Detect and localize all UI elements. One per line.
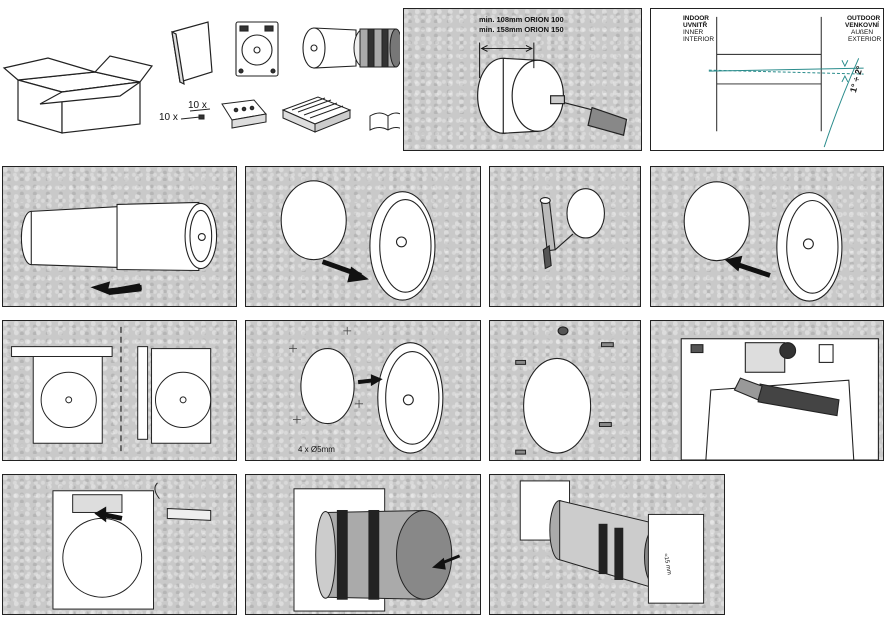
control-unit-icon	[221, 99, 267, 129]
insert-plugs-drawing	[515, 326, 614, 455]
step-mark-holes: 4 x Ø5mm	[245, 320, 481, 461]
mark-holes-drawing	[289, 326, 444, 454]
screw-plate-drawing	[680, 338, 879, 460]
step-replace-cover	[650, 166, 884, 307]
step-cut-pipe	[489, 166, 641, 307]
box-icon	[2, 55, 154, 134]
final-assembly-drawing	[519, 480, 705, 604]
arrow-icon	[733, 261, 771, 278]
outdoor-label-4: EXTERIOR	[848, 36, 882, 43]
outdoor-label-1: OUTDOOR	[847, 15, 881, 22]
step-drill-wall: min. 108mm ORION 100 min. 158mm ORION 15…	[403, 8, 642, 151]
qty-screws-label: 10 x	[159, 112, 178, 123]
step-prepare-plate	[2, 474, 237, 615]
step-final-assembly: ≈15 mm	[489, 474, 725, 615]
package-contents-drawing	[2, 21, 400, 134]
holes-label: 4 x Ø5mm	[298, 445, 335, 454]
remove-cover-drawing	[280, 180, 436, 301]
drill-drawing	[477, 42, 628, 136]
cut-pipe-drawing	[539, 188, 605, 270]
package-contents: 10 x 10 x	[0, 0, 400, 150]
manual-icon	[369, 112, 400, 131]
screws-icon	[180, 108, 211, 120]
mounting-plate-icon	[235, 21, 279, 77]
insert-pipe-drawing	[20, 201, 218, 296]
depth-label-100: min. 108mm ORION 100	[479, 15, 564, 24]
pipe-icon	[302, 27, 357, 69]
level-plate-drawing	[11, 326, 212, 455]
step-screw-plate	[650, 320, 884, 461]
indoor-label-1: INDOOR	[683, 15, 709, 22]
qty-plugs-label: 10 x	[188, 100, 207, 111]
outdoor-label-3: AUßEN	[851, 29, 874, 36]
step-insert-pipe	[2, 166, 237, 307]
slope-drawing	[708, 16, 864, 148]
outer-grille-icon	[281, 96, 352, 133]
insert-cartridge-drawing	[293, 488, 461, 612]
step-insert-cartridge	[245, 474, 481, 615]
depth-label-150: min. 158mm ORION 150	[479, 25, 564, 34]
prepare-plate-drawing	[52, 482, 212, 610]
replace-cover-drawing	[683, 181, 843, 302]
indoor-label-2: UVNITŘ	[683, 22, 708, 29]
step-wall-slope: INDOOR UVNITŘ INNER INTERIOR OUTDOOR VEN…	[650, 8, 884, 151]
step-remove-cover	[245, 166, 481, 307]
inner-cover-icon	[171, 21, 213, 86]
indoor-label-3: INNER	[683, 29, 704, 36]
ceramic-cartridge-icon	[353, 28, 400, 68]
outdoor-label-2: VENKOVNÍ	[845, 22, 879, 29]
step-insert-plugs	[489, 320, 641, 461]
indoor-label-4: INTERIOR	[683, 36, 715, 43]
step-level-plate	[2, 320, 237, 461]
